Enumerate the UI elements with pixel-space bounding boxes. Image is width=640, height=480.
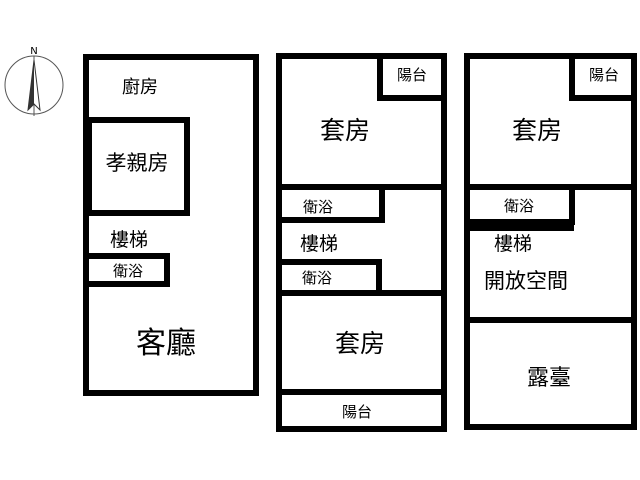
floor-2-bottom-suite-label: 套房 <box>335 329 385 358</box>
floor-3-bathroom-label: 衛浴 <box>504 197 534 215</box>
compass-arrow-shade <box>28 60 34 110</box>
living-room-label: 客廳 <box>136 326 196 361</box>
floor-2-top-bathroom-walls <box>279 190 385 223</box>
floor-3-suite-label: 套房 <box>512 116 562 145</box>
floor-3-balcony-label: 陽台 <box>589 66 619 84</box>
floor-1-stairs-label: 樓梯 <box>110 229 148 251</box>
floor-2-top-suite-label: 套房 <box>320 116 370 145</box>
floor-2-mid-bathroom-walls <box>279 259 382 293</box>
compass: N <box>4 46 64 116</box>
floor-3-bathroom-walls <box>467 190 575 225</box>
floor-2-top-bathroom-label: 衛浴 <box>303 198 333 216</box>
floor-2-outline <box>276 53 447 432</box>
floor-3-balcony-walls <box>569 56 631 101</box>
floor-2-stairs-label: 樓梯 <box>300 233 338 255</box>
floor-1: 廚房 孝親房 樓梯 衛浴 客廳 <box>83 54 259 396</box>
floor-2: 陽台 套房 衛浴 樓梯 衛浴 套房 陽台 <box>276 53 447 432</box>
floor-2-bottom-balcony-label: 陽台 <box>342 403 372 421</box>
floor-3-stairs-label: 樓梯 <box>494 233 532 255</box>
floor-2-mid-bathroom-label: 衛浴 <box>302 269 332 287</box>
floor-2-top-balcony-walls <box>377 56 441 101</box>
open-space-label: 開放空間 <box>484 269 568 293</box>
floor-1-outline <box>83 54 259 396</box>
parents-room-label: 孝親房 <box>106 151 169 175</box>
kitchen-label: 廚房 <box>122 76 158 98</box>
compass-north-label: N <box>30 46 37 57</box>
parents-room-walls <box>86 117 190 216</box>
floor-1-bathroom-walls <box>86 253 170 287</box>
floor-2-top-balcony-label: 陽台 <box>397 66 427 84</box>
terrace-label: 露臺 <box>527 366 571 391</box>
floor-1-bathroom-label: 衛浴 <box>113 262 143 280</box>
floor-3: 陽台 套房 衛浴 樓梯 開放空間 露臺 <box>464 53 637 430</box>
floor-3-outline <box>464 53 637 430</box>
